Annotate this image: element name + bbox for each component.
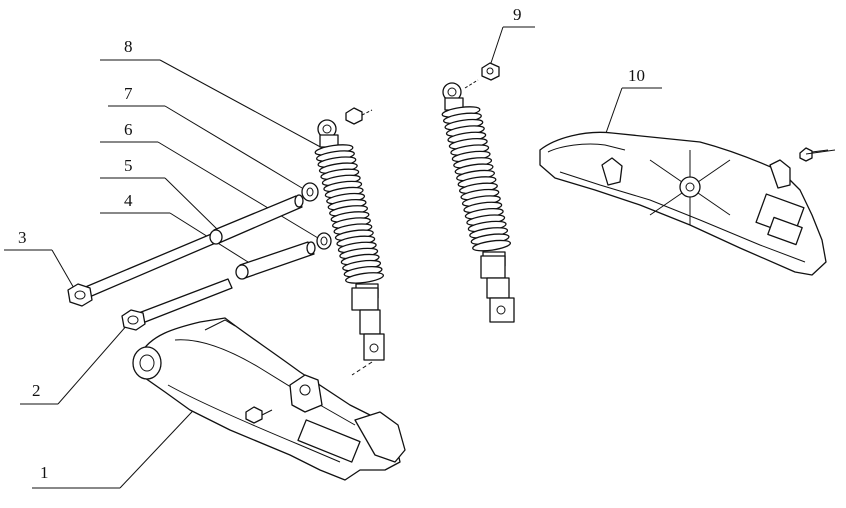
spring-coil — [345, 272, 385, 284]
callout-label-9: 9 — [513, 5, 522, 24]
callout-1: 1 — [32, 397, 206, 489]
callout-2: 2 — [20, 323, 129, 405]
callout-label-8: 8 — [124, 37, 133, 56]
callout-3: 3 — [4, 228, 76, 291]
callout-label-3: 3 — [18, 228, 27, 247]
callout-8: 8 — [100, 37, 327, 151]
swing-arm-part — [132, 317, 406, 481]
spring-coil — [472, 239, 512, 252]
callout-6: 6 — [100, 120, 319, 239]
upper-sleeve-part — [209, 194, 304, 245]
shock-absorber-left — [314, 107, 385, 376]
spacer-part — [316, 232, 332, 250]
callout-label-2: 2 — [32, 381, 41, 400]
shock-absorber-right — [441, 79, 515, 323]
callout-7: 7 — [108, 84, 303, 189]
callout-9: 9 — [489, 5, 535, 67]
callout-label-6: 6 — [124, 120, 133, 139]
callout-5: 5 — [100, 156, 221, 233]
short-bolt-part — [121, 278, 233, 331]
callout-label-7: 7 — [124, 84, 133, 103]
callout-10: 10 — [605, 66, 662, 134]
callout-label-5: 5 — [124, 156, 133, 175]
washer-part — [301, 182, 319, 202]
nut-part — [481, 62, 500, 81]
callout-label-10: 10 — [628, 66, 645, 85]
cover-part — [539, 131, 836, 276]
callout-label-4: 4 — [124, 191, 133, 210]
callout-label-1: 1 — [40, 463, 49, 482]
lower-sleeve-part — [235, 241, 316, 280]
